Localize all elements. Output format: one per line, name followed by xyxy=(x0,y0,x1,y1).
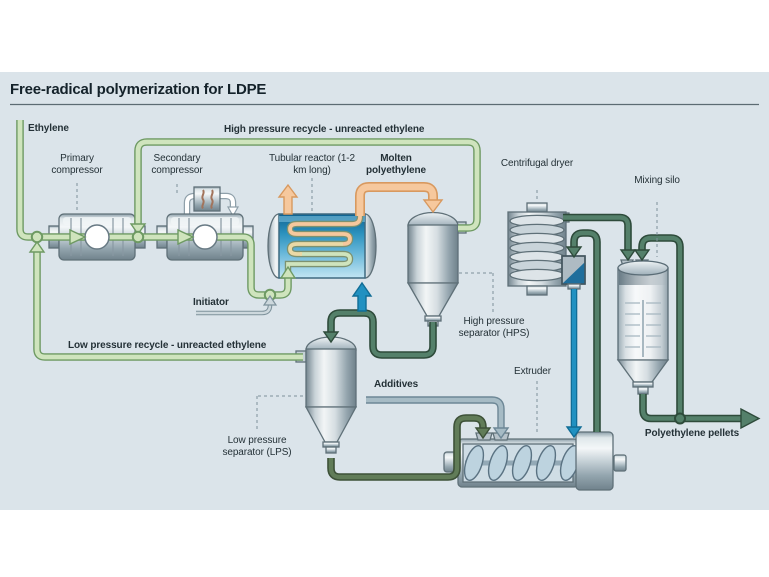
high-pressure-separator xyxy=(406,211,467,327)
extruder xyxy=(443,431,627,491)
label-high-pressure-separator: High pressure separator (HPS) xyxy=(458,316,530,339)
dryer-screw-discs xyxy=(509,214,565,282)
low-pressure-separator xyxy=(295,336,358,454)
pellet-water-separator-box xyxy=(561,255,586,290)
label-additives: Additives xyxy=(374,379,419,390)
flow-arrow xyxy=(492,427,510,440)
label-secondary-compressor: Secondary compressor xyxy=(151,153,203,176)
label-tubular-reactor: Tubular reactor (1-2 km long) xyxy=(269,153,355,176)
label-high-pressure-recycle: High pressure recycle - unreacted ethyle… xyxy=(224,124,425,135)
flow-arrow xyxy=(279,265,297,279)
intercooler xyxy=(183,186,240,218)
label-low-pressure-separator: Low pressure separator (LPS) xyxy=(222,435,292,458)
label-initiator: Initiator xyxy=(193,297,229,308)
flow-arrow xyxy=(633,249,651,262)
flow-arrow xyxy=(177,228,195,246)
extruder-screw xyxy=(463,445,581,481)
centrifugal-dryer xyxy=(507,202,570,296)
secondary-compressor-rotor xyxy=(192,224,218,250)
flow-arrow xyxy=(129,223,147,236)
flow-arrow xyxy=(422,199,444,214)
flow-arrow xyxy=(28,240,46,253)
label-mixing-silo: Mixing silo xyxy=(634,175,680,186)
pipe-junction xyxy=(131,230,145,244)
label-low-pressure-recycle: Low pressure recycle - unreacted ethylen… xyxy=(68,340,267,351)
flow-arrow xyxy=(322,331,340,344)
pipes xyxy=(16,120,741,481)
label-primary-compressor: Primary compressor xyxy=(51,153,103,176)
label-polyethylene-pellets: Polyethylene pellets xyxy=(644,428,740,439)
flow-arrow xyxy=(565,246,583,259)
pipe-junction xyxy=(30,230,44,244)
silo-level-gauge xyxy=(625,300,661,357)
initiator-arrow xyxy=(262,294,278,306)
label-extruder: Extruder xyxy=(514,366,551,377)
pipe-overlays xyxy=(28,183,761,440)
label-leaders xyxy=(76,178,658,432)
page-title: Free-radical polymerization for LDPE xyxy=(10,81,267,98)
cooling-water-out-arrow xyxy=(277,183,299,215)
flow-arrow xyxy=(474,427,492,440)
mixing-silo xyxy=(616,259,670,395)
label-ethylene: Ethylene xyxy=(28,123,69,134)
cooling-water-in-arrow xyxy=(351,281,373,312)
pipe-junction xyxy=(674,412,686,425)
flow-arrow xyxy=(619,249,637,262)
label-molten-polyethylene: Molten polyethylene xyxy=(366,153,426,176)
pellets-output-arrow xyxy=(740,407,761,430)
primary-compressor-rotor xyxy=(84,224,110,250)
flow-arrow xyxy=(565,426,583,439)
label-centrifugal-dryer: Centrifugal dryer xyxy=(500,158,574,169)
flow-arrow xyxy=(69,228,87,246)
